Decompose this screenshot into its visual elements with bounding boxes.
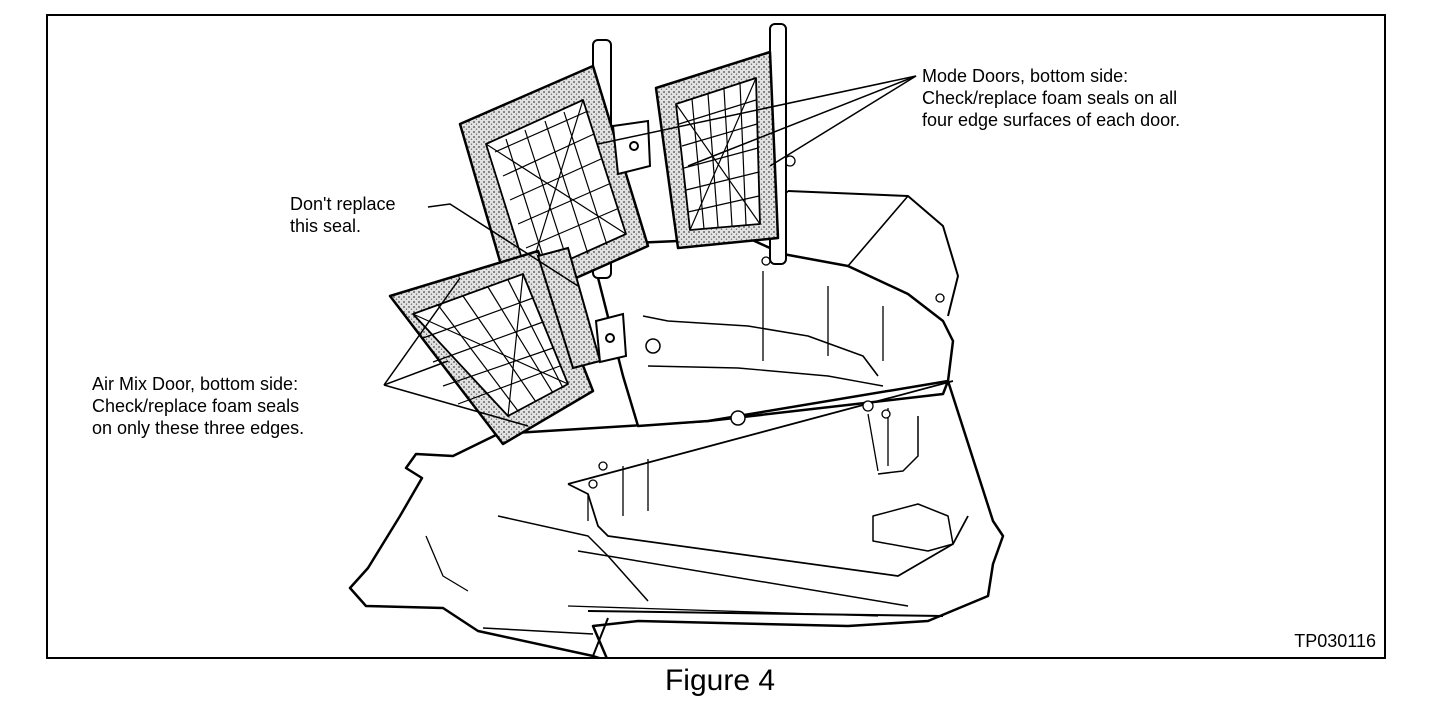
air-mix-callout-line1: Air Mix Door, bottom side: <box>92 374 299 394</box>
mode-door-right <box>654 50 780 250</box>
figure-code: TP030116 <box>1294 631 1376 651</box>
mode-doors-callout-line1: Mode Doors, bottom side: <box>922 66 1129 86</box>
dont-replace-callout-line1: Don't replace <box>290 194 396 214</box>
figure-caption: Figure 4 <box>664 664 776 697</box>
dont-replace-callout: Don't replace this seal. <box>290 193 396 237</box>
mode-door-left <box>458 64 650 308</box>
heater-case-illustration <box>348 23 1005 657</box>
callout-leader-lines <box>383 75 917 427</box>
figure-frame: Mode Doors, bottom side: Check/replace f… <box>46 14 1386 659</box>
air-mix-door <box>388 249 595 446</box>
mode-doors-callout-line2: Check/replace foam seals on all <box>922 88 1178 108</box>
mode-doors-callout-line3: four edge surfaces of each door. <box>922 110 1181 130</box>
air-mix-callout-line3: on only these three edges. <box>92 418 305 438</box>
air-mix-callout-line2: Check/replace foam seals <box>92 396 300 416</box>
mode-doors-callout: Mode Doors, bottom side: Check/replace f… <box>922 65 1180 131</box>
air-mix-callout: Air Mix Door, bottom side: Check/replace… <box>92 373 304 439</box>
heater-case-housing <box>348 379 1005 657</box>
dont-replace-callout-line2: this seal. <box>290 216 362 236</box>
